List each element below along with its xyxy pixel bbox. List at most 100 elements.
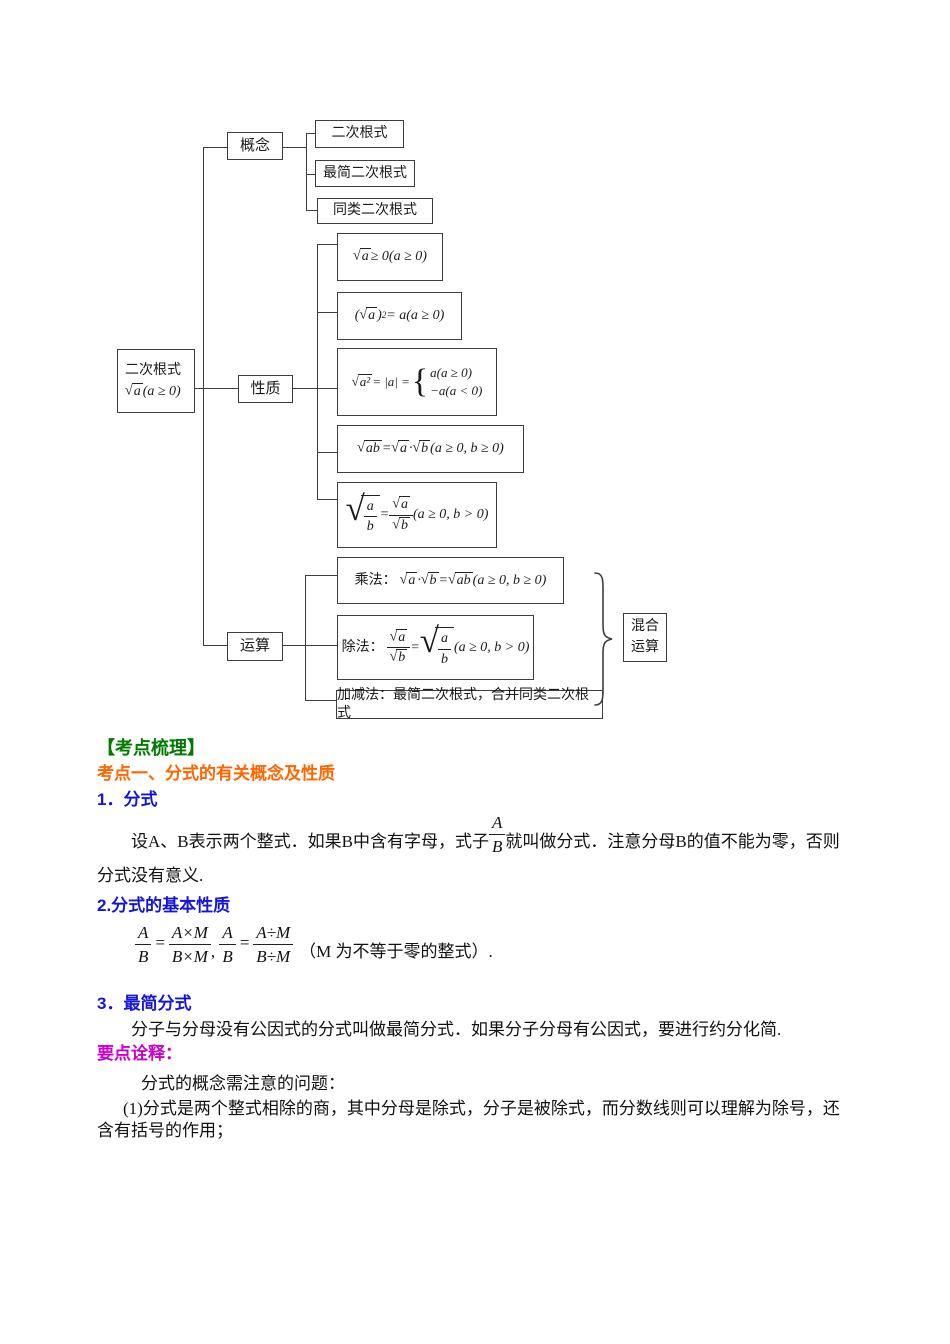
sqrt-sign: √: [345, 488, 365, 528]
p1-after: 就叫做分式．注意分母B的值不能为零，否则: [505, 832, 840, 851]
property-formula-2: (√a)2 = a(a ≥ 0): [337, 292, 462, 340]
exponent: 2: [381, 310, 387, 321]
node-operations: 运算: [227, 632, 283, 661]
connector-line: [306, 210, 317, 211]
root-node: 二次根式 √a(a ≥ 0): [117, 349, 195, 413]
connector-line: [305, 700, 336, 701]
operation-add-subtract: 加减法：最简二次根式，合并同类二次根式: [336, 688, 603, 721]
cases-brace: {: [411, 362, 429, 400]
sqrt-sign: √: [399, 572, 408, 588]
node-properties: 性质: [238, 375, 293, 403]
section-header: 【考点梳理】: [97, 738, 205, 758]
connector-line: [203, 645, 227, 646]
property-formula-3: √a² = |a| = {a(a ≥ 0)−a(a < 0): [337, 348, 497, 416]
property-formula-4: √ab = √a · √b(a ≥ 0, b ≥ 0): [337, 425, 524, 473]
radicand: ab: [363, 440, 382, 457]
fraction-numerator: A÷M: [253, 922, 294, 945]
operation-label: 乘法：: [354, 572, 397, 588]
node-concept-item-1: 二次根式: [315, 120, 404, 148]
formula-tail: (a ≥ 0, b ≥ 0): [430, 441, 504, 457]
fraction-numerator: A×M: [168, 922, 211, 945]
paragraph-note-intro: 分式的概念需注意的问题：: [141, 1074, 345, 1093]
connector-line: [283, 645, 337, 646]
connector-trunk: [203, 147, 204, 645]
fraction-denominator: √b: [387, 648, 411, 667]
connector-line: [306, 133, 315, 134]
sqrt-sign: √: [389, 649, 398, 665]
radicand: a: [406, 571, 418, 588]
case-1: a(a ≥ 0): [430, 365, 472, 381]
connector-line: [317, 452, 337, 453]
sqrt-sign: √: [353, 248, 361, 264]
brace-right: [594, 572, 613, 706]
formula-tail: = a(a ≥ 0): [386, 308, 445, 324]
p1-before: 设A、B表示两个整式．如果B中含有字母，式子: [131, 832, 489, 851]
fraction-numerator: a: [437, 630, 451, 650]
fraction-numerator: √a: [386, 628, 411, 648]
operation-multiplication: 乘法：√a · √b = √ab(a ≥ 0, b ≥ 0): [337, 557, 564, 604]
paren-open: (: [354, 308, 360, 324]
sqrt-sign: √: [359, 307, 368, 323]
sqrt-sign: √: [447, 572, 456, 588]
connector-line: [317, 244, 337, 245]
connector-line: [305, 575, 306, 700]
fraction-denominator: B: [491, 837, 503, 856]
operation-label: 除法：: [341, 639, 384, 655]
radicand: a: [398, 496, 410, 512]
note-title: 要点诠释：: [97, 1044, 182, 1063]
equals: =: [379, 507, 390, 523]
radicand: a²: [357, 373, 373, 389]
node-label: 性质: [250, 380, 281, 397]
sqrt-sign: √: [389, 628, 398, 644]
sqrt-sign: √: [412, 440, 421, 456]
sqrt-sign: √: [351, 373, 359, 389]
dot-operator: ·: [408, 441, 413, 457]
connector-line: [317, 499, 337, 500]
connector-line: [195, 388, 238, 389]
root-title: 二次根式: [125, 363, 181, 378]
connector-line: [203, 147, 227, 148]
radicand: a: [396, 628, 408, 645]
formula-tail: (a ≥ 0, b ≥ 0): [472, 572, 547, 588]
fraction-numerator: a: [363, 498, 377, 517]
node-label: 二次根式: [331, 126, 388, 142]
node-label: 加减法：最简二次根式，合并同类二次根式: [337, 688, 589, 721]
sqrt-sign: √: [392, 496, 400, 512]
item1-title: 1．分式: [97, 790, 158, 809]
node-concept-item-2: 最简二次根式: [315, 160, 415, 187]
topic1-title: 考点一、分式的有关概念及性质: [97, 764, 335, 783]
connector-line: [306, 174, 315, 175]
dot-operator: ·: [417, 572, 421, 588]
node-label: 同类二次根式: [333, 203, 417, 219]
radicand: a: [359, 248, 371, 265]
node-label: 运算: [239, 638, 270, 655]
case-2: −a(a < 0): [430, 383, 483, 398]
condition: (a ≥ 0): [142, 383, 181, 399]
fraction-denominator: B×M: [171, 947, 208, 966]
formula-tail: (a ≥ 0, b > 0): [453, 639, 530, 655]
fraction-numerator: A: [219, 922, 236, 945]
node-label: 概念: [239, 137, 270, 154]
equals: =: [410, 639, 420, 655]
node-concept: 概念: [227, 132, 283, 160]
formula-note: （M 为不等于零的整式）.: [299, 942, 493, 961]
paren-close: ): [377, 308, 382, 324]
fraction-numerator: A: [135, 922, 152, 945]
radicand: b: [427, 571, 439, 588]
root-formula: √a(a ≥ 0): [125, 382, 181, 401]
item3-title: 3．最简分式: [97, 994, 192, 1013]
fraction-denominator: b: [440, 651, 448, 667]
node-mixed-operations: 混合 运算: [623, 613, 667, 662]
sqrt-sign: √: [392, 516, 400, 532]
sqrt-sign: √: [420, 572, 429, 588]
sqrt-sign: √: [391, 440, 399, 456]
sqrt-sign: √: [419, 621, 439, 660]
radicand: ab: [454, 571, 473, 588]
